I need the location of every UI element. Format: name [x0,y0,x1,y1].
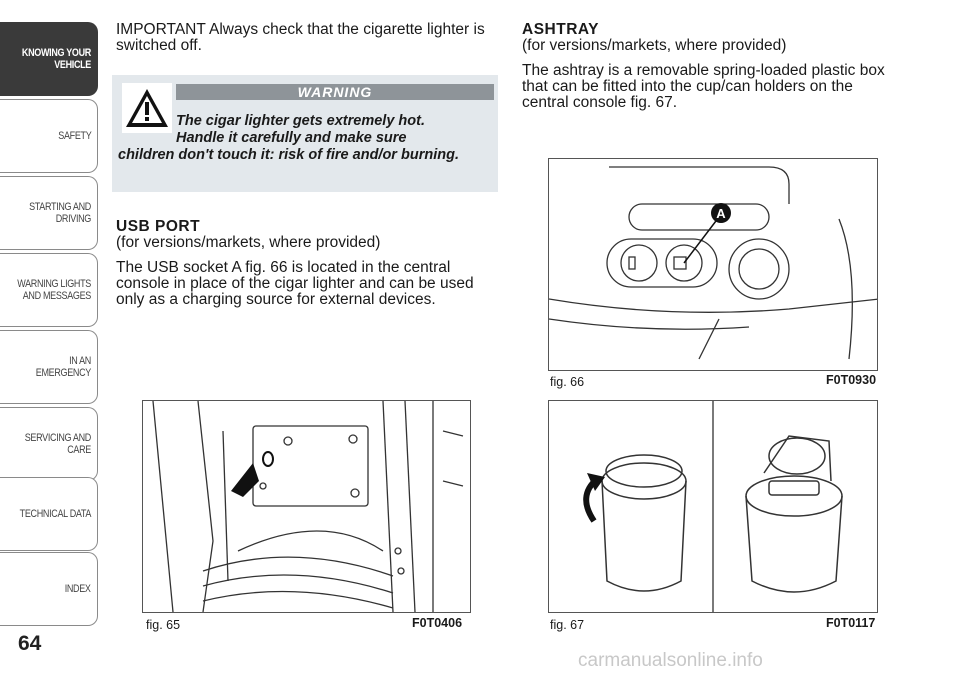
callout-a-label: A [716,206,726,221]
tab-label: INDEX [65,583,91,595]
tab-knowing-your-vehicle[interactable]: KNOWING YOUR VEHICLE [0,22,98,96]
usb-body: The USB socket A fig. 66 is located in t… [116,259,474,308]
tab-label: IN AN EMERGENCY [35,355,92,379]
ashtray-section: ASHTRAY (for versions/markets, where pro… [522,22,902,120]
rotate-arrow-icon [587,473,605,491]
tab-label: WARNING LIGHTS AND MESSAGES [17,278,91,302]
tab-label: STARTING AND DRIVING [29,201,91,225]
tab-label: SERVICING AND CARE [24,432,92,456]
tab-label: SAFETY [57,130,91,142]
warning-text: The cigar lighter gets extremely hot. Ha… [118,113,488,164]
van-interior-illustration [152,400,464,613]
figure-67 [548,400,878,613]
tab-index[interactable]: INDEX [0,552,98,626]
usb-console-illustration: A [548,166,880,360]
watermark: carmanualsonline.info [578,650,763,671]
tab-label: KNOWING YOUR VEHICLE [21,47,91,71]
figure-65 [142,400,471,613]
tab-label: TECHNICAL DATA [19,508,92,520]
fig-67-label: fig. 67 [550,618,585,632]
tab-in-an-emergency[interactable]: IN AN EMERGENCY [0,330,98,404]
fig-66-code: F0T0930 [826,373,877,387]
fig-67-code: F0T0117 [826,616,876,630]
ashtray-illustration [583,401,843,612]
usb-heading: USB PORT [116,218,201,235]
warning-triangle-icon [122,83,172,133]
page-number: 64 [18,632,42,655]
warning-box: WARNING The cigar lighter gets extremely… [112,75,498,192]
ashtray-heading: ASHTRAY [522,21,599,38]
warning-line-2: Handle it carefully and make sure [176,130,407,146]
warning-title: WARNING [176,84,494,100]
usb-subtitle: (for versions/markets, where provided) [116,234,381,251]
tab-starting-and-driving[interactable]: STARTING AND DRIVING [0,176,98,250]
fig-66-label: fig. 66 [550,375,585,389]
ashtray-subtitle: (for versions/markets, where provided) [522,37,787,54]
fig-65-label: fig. 65 [146,618,181,632]
tab-technical-data[interactable]: TECHNICAL DATA [0,477,98,551]
tab-warning-lights[interactable]: WARNING LIGHTS AND MESSAGES [0,253,98,327]
ashtray-body: The ashtray is a removable spring-loaded… [522,62,885,111]
warning-line-1: The cigar lighter gets extremely hot. [176,113,425,129]
tab-safety[interactable]: SAFETY [0,99,98,173]
arrow-icon [231,463,259,497]
usb-section: USB PORT (for versions/markets, where pr… [116,219,500,317]
warning-line-3: children don't touch it: risk of fire an… [118,147,459,163]
fig-65-code: F0T0406 [412,616,463,630]
important-paragraph: IMPORTANT Always check that the cigarett… [116,21,485,54]
tab-servicing-and-care[interactable]: SERVICING AND CARE [0,407,98,481]
figure-66: A [548,158,880,371]
